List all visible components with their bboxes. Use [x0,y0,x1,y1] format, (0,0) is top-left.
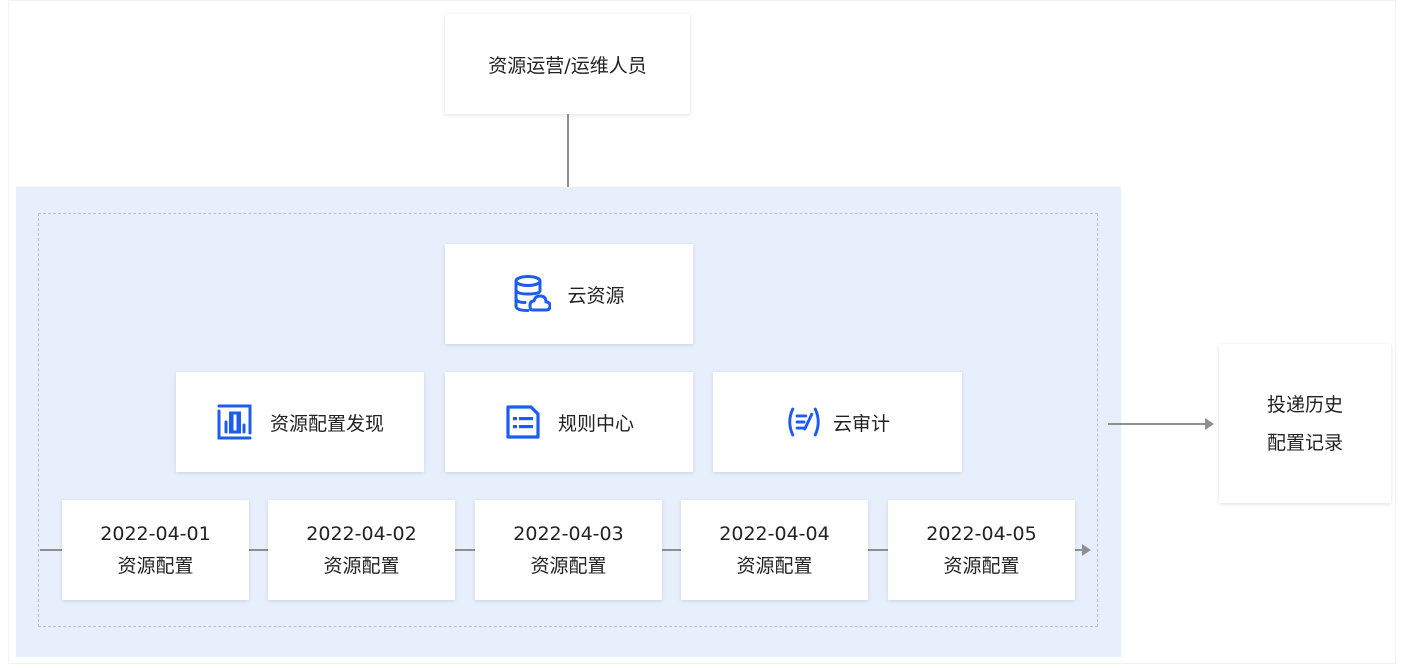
operator-connector [567,114,569,197]
bar-chart-frame-icon [216,403,254,441]
snapshot-box: 2022-04-02 资源配置 [268,500,455,600]
snapshot-date: 2022-04-05 [926,523,1037,545]
output-connector [1108,423,1206,425]
snapshot-date: 2022-04-02 [306,523,417,545]
config-boundary [38,213,1098,627]
snapshot-label: 资源配置 [736,555,813,577]
snapshot-box: 2022-04-01 资源配置 [62,500,249,600]
cloud-resource-node: 云资源 [445,244,693,344]
operator-label: 资源运营/运维人员 [488,54,647,77]
timeline-arrowhead [1082,544,1091,556]
delivery-history-node: 投递历史 配置记录 [1219,344,1391,503]
output-arrowhead [1205,418,1214,430]
service-cloud-audit: 云审计 [713,372,962,472]
service-label: 云审计 [832,412,890,435]
delivery-line-2: 配置记录 [1266,431,1343,454]
snapshot-label: 资源配置 [943,555,1020,577]
snapshot-date: 2022-04-01 [100,523,211,545]
operator-node: 资源运营/运维人员 [445,14,690,114]
cloud-resource-label: 云资源 [567,284,625,307]
snapshot-box: 2022-04-05 资源配置 [888,500,1075,600]
service-label: 规则中心 [557,412,634,435]
service-config-discovery: 资源配置发现 [176,372,424,472]
delivery-line-1: 投递历史 [1266,393,1343,416]
canvas-border [8,0,1396,664]
snapshot-box: 2022-04-04 资源配置 [681,500,868,600]
database-cloud-icon [513,275,552,313]
list-document-icon [504,403,542,441]
snapshot-date: 2022-04-04 [719,523,830,545]
snapshot-box: 2022-04-03 资源配置 [475,500,662,600]
snapshot-date: 2022-04-03 [513,523,624,545]
snapshot-label: 资源配置 [117,555,194,577]
service-label: 资源配置发现 [269,412,384,435]
service-rule-center: 规则中心 [445,372,693,472]
audit-brackets-icon [785,403,823,441]
snapshot-label: 资源配置 [530,555,607,577]
snapshot-label: 资源配置 [323,555,400,577]
